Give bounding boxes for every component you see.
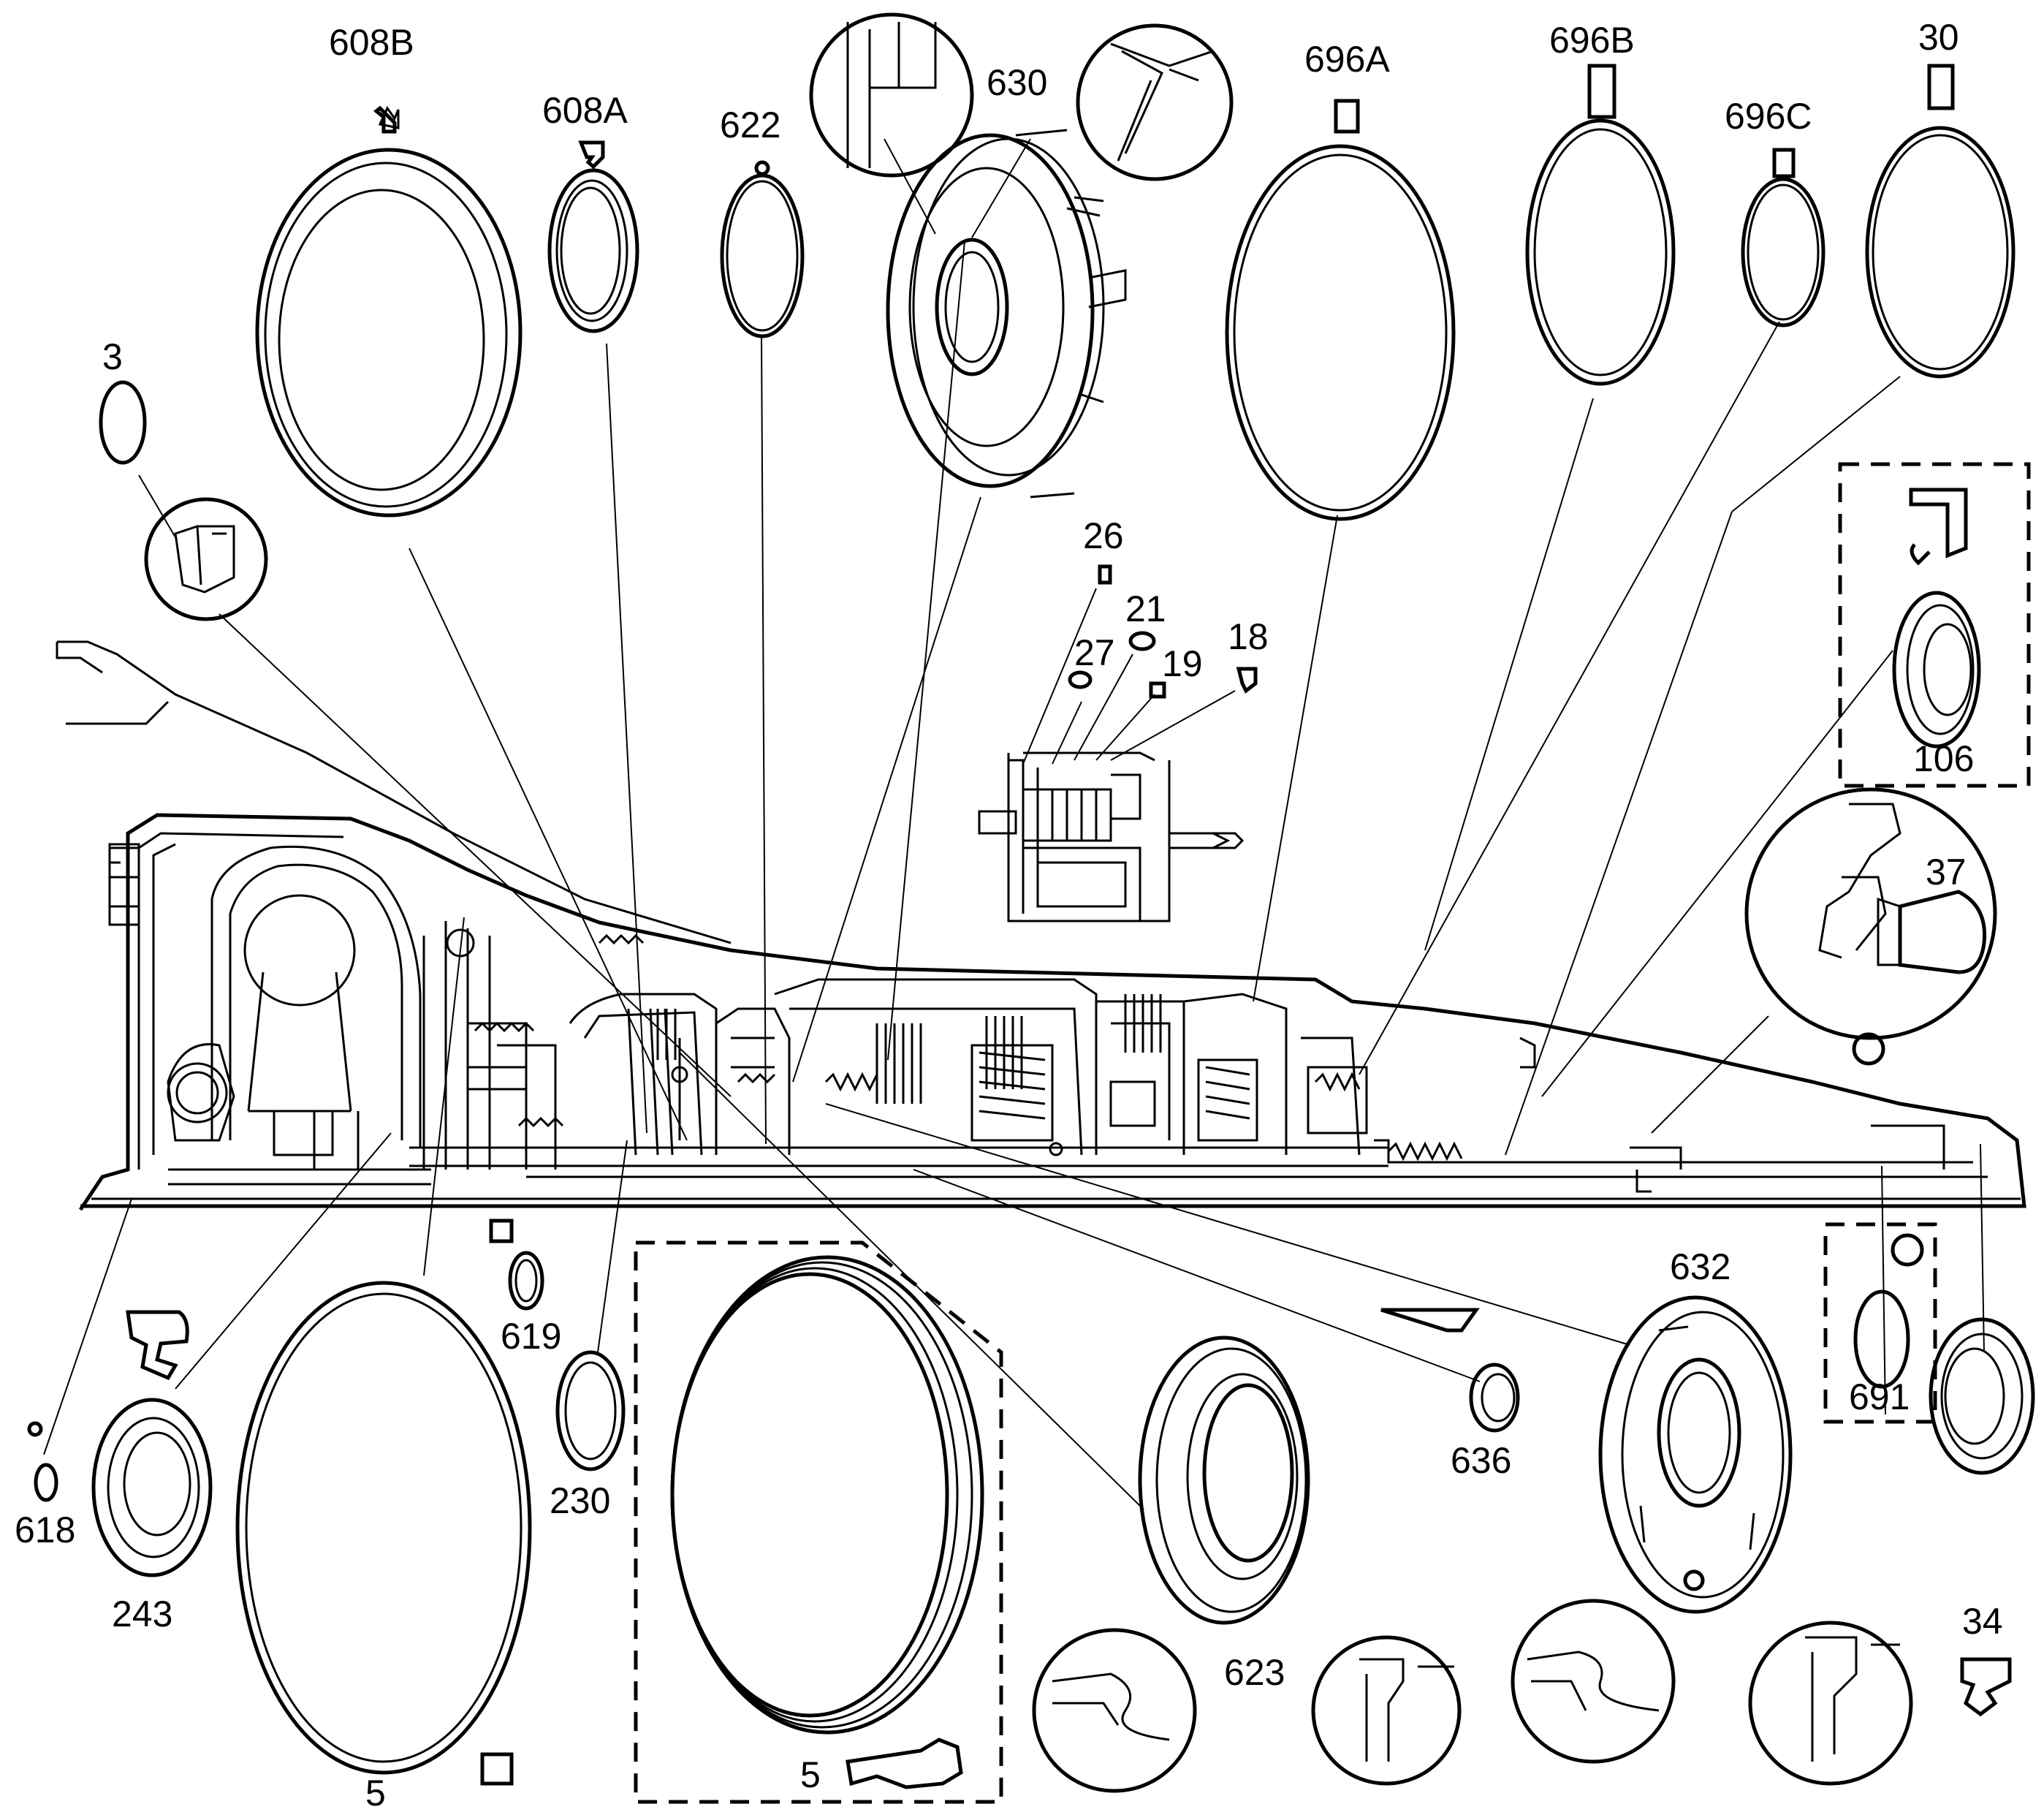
callout-5-left: 5 xyxy=(365,1773,386,1811)
seal-ring-696a xyxy=(1225,99,1456,521)
zoom-detail-632-right xyxy=(1748,1621,1913,1786)
seal-106-detail-box xyxy=(1838,462,2031,788)
callout-630: 630 xyxy=(987,62,1047,103)
callout-26: 26 xyxy=(1083,515,1124,556)
clutch-pack-1 xyxy=(656,994,1162,1104)
o-ring-618 xyxy=(27,1421,58,1502)
callout-608b: 608B xyxy=(329,22,414,63)
callout-622: 622 xyxy=(720,105,780,145)
seal-34 xyxy=(1929,1317,2035,1717)
zoom-detail-37 xyxy=(1744,787,1997,1066)
callout-21: 21 xyxy=(1125,588,1166,629)
seal-608a xyxy=(547,140,639,333)
callout-623: 623 xyxy=(1224,1652,1285,1693)
callout-243: 243 xyxy=(112,1594,172,1634)
seal-ring-5-left xyxy=(235,1281,532,1786)
transmission-case-section xyxy=(56,640,2026,1211)
seal-619 xyxy=(489,1219,544,1311)
seal-608b xyxy=(255,105,523,518)
callout-696b: 696B xyxy=(1549,20,1635,61)
callout-696c: 696C xyxy=(1725,96,1812,137)
o-ring-622 xyxy=(720,160,805,338)
small-valve-parts xyxy=(1068,564,1258,699)
callout-34: 34 xyxy=(1962,1601,2003,1642)
callout-608a: 608A xyxy=(542,90,628,131)
piston-housing-630 xyxy=(886,129,1127,499)
o-ring-691-box xyxy=(1823,1222,1937,1424)
o-ring-3 xyxy=(99,380,147,465)
zoom-detail-623-right xyxy=(1311,1635,1462,1786)
callout-5-box: 5 xyxy=(800,1754,821,1795)
seal-ring-696c xyxy=(1741,148,1825,327)
zoom-detail-630-right xyxy=(1076,23,1234,181)
seal-243 xyxy=(91,1310,213,1577)
callout-27: 27 xyxy=(1074,632,1115,673)
callout-691: 691 xyxy=(1849,1376,1910,1417)
callout-696a: 696A xyxy=(1304,39,1390,80)
seal-623 xyxy=(1138,1335,1310,1625)
callout-labels: 608B 608A 622 630 696A 696B 696C 30 3 26… xyxy=(15,17,2003,1814)
cover-632 xyxy=(1598,1295,1793,1614)
zoom-detail-632-left xyxy=(1511,1599,1676,1764)
callout-19: 19 xyxy=(1162,643,1203,684)
callout-618: 618 xyxy=(15,1509,75,1550)
callout-106: 106 xyxy=(1913,738,1974,779)
callout-30: 30 xyxy=(1918,17,1959,58)
seal-ring-696b xyxy=(1525,64,1676,386)
valve-body-detail xyxy=(978,751,1245,922)
leader-lines xyxy=(43,138,1985,1510)
seal-ring-30 xyxy=(1865,64,2015,379)
callout-230: 230 xyxy=(550,1480,610,1521)
callout-619: 619 xyxy=(501,1316,561,1357)
callout-18: 18 xyxy=(1228,616,1269,657)
callout-37: 37 xyxy=(1926,852,1967,893)
callout-632: 632 xyxy=(1670,1246,1730,1287)
zoom-detail-630-left xyxy=(809,12,974,178)
seal-230 xyxy=(555,1350,626,1471)
seal-ring-5-box xyxy=(634,1240,1003,1804)
bearing-636 xyxy=(1380,1308,1520,1433)
callout-636: 636 xyxy=(1451,1440,1511,1481)
zoom-detail-623-left xyxy=(1032,1628,1197,1793)
zoom-detail-3 xyxy=(144,497,268,621)
callout-3: 3 xyxy=(102,336,123,377)
